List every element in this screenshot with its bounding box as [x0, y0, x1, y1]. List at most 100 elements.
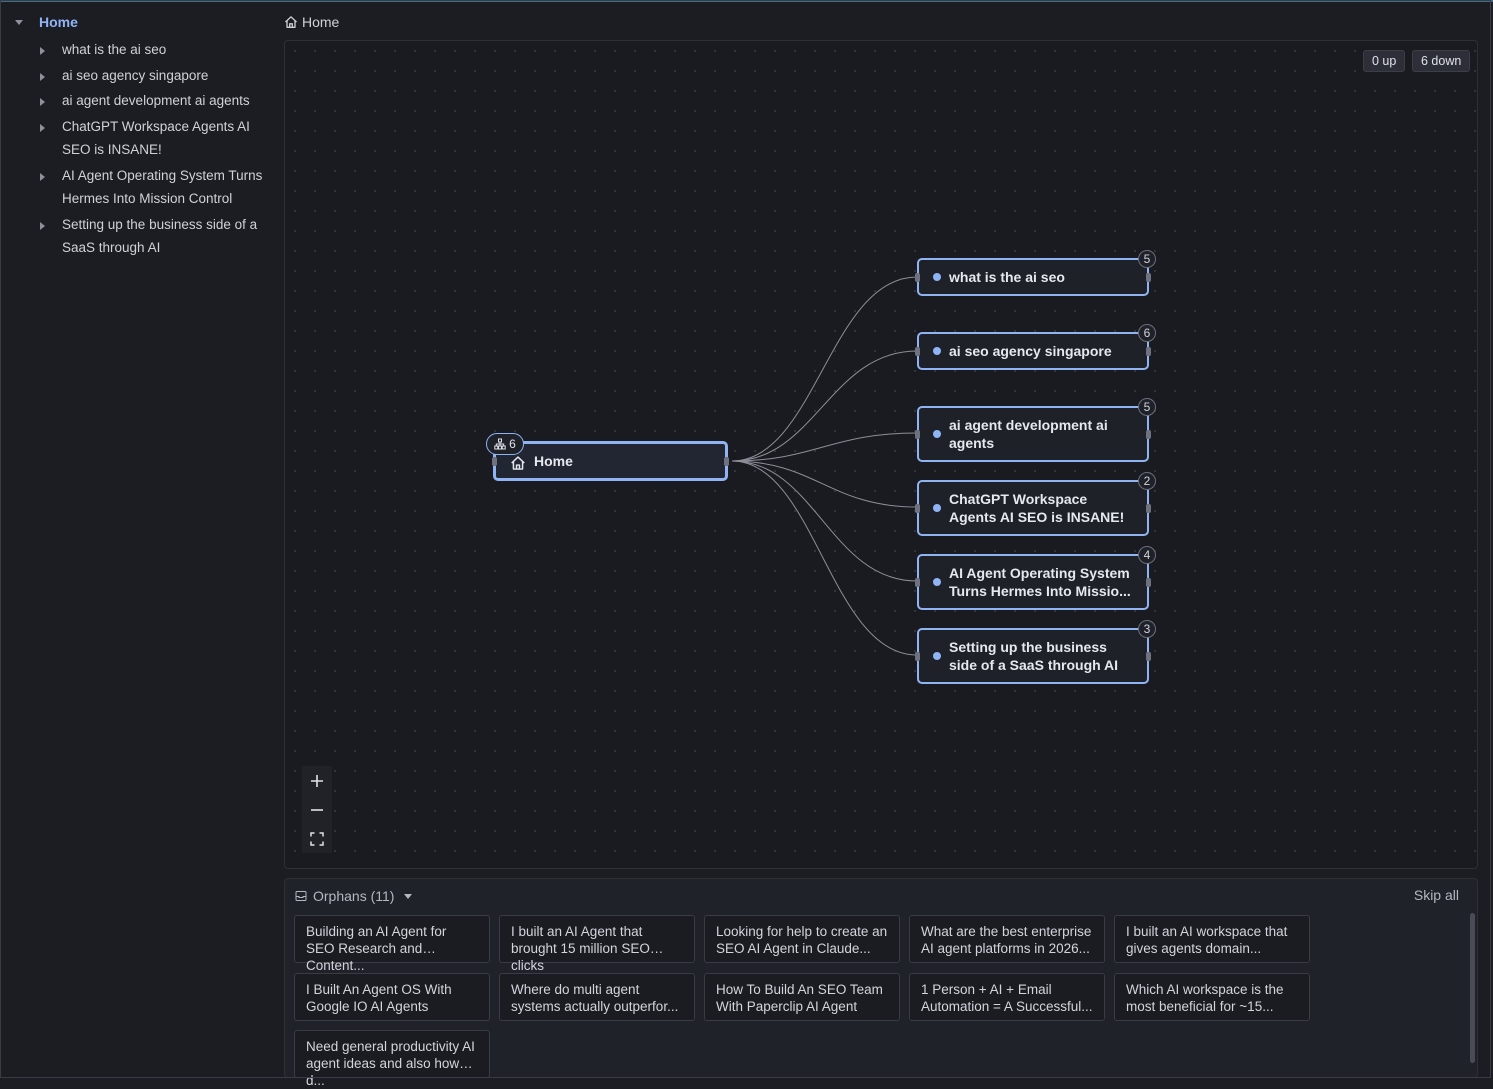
- home-icon: [285, 16, 297, 28]
- node-handle-left[interactable]: [915, 429, 920, 439]
- sidebar-item-ai-agent-operating-system[interactable]: AI Agent Operating System Turns Hermes I…: [36, 168, 272, 210]
- orphan-card[interactable]: How To Build An SEO Team With Paperclip …: [704, 973, 900, 1021]
- child-node-ai-seo-agency-singapore[interactable]: ai seo agency singapore 6: [915, 324, 1156, 370]
- node-handle-left[interactable]: [915, 503, 920, 513]
- node-handle-right[interactable]: [724, 456, 729, 466]
- sidebar-item-ai-agent-development[interactable]: ai agent development ai agents: [36, 93, 272, 112]
- orphan-card[interactable]: I built an AI Agent that brought 15 mill…: [499, 915, 695, 973]
- node-title: ai agent development ai agents: [949, 417, 1108, 451]
- chevron-right-icon[interactable]: [40, 73, 45, 81]
- node-dot: [933, 578, 941, 586]
- edge-home-child-1: [731, 276, 918, 462]
- zoom-in-icon: [311, 774, 323, 787]
- orphan-card-label: Building an AI Agent for SEO Research an…: [306, 924, 447, 973]
- child-count-badge[interactable]: 6: [486, 433, 524, 455]
- window-top-accent: [0, 0, 1493, 2]
- child-node-chatgpt-workspace-agents[interactable]: ChatGPT Workspace Agents AI SEO is INSAN…: [915, 472, 1156, 536]
- tree-root-label: Home: [39, 14, 78, 30]
- node-handle-right[interactable]: [1146, 577, 1151, 587]
- node-count-badge: 5: [1138, 250, 1156, 268]
- node-title: ChatGPT Workspace Agents AI SEO is INSAN…: [949, 491, 1125, 525]
- down-count-button[interactable]: 6 down: [1412, 50, 1471, 72]
- child-node-ai-agent-operating-system[interactable]: AI Agent Operating System Turns Hermes I…: [915, 546, 1156, 610]
- home-node[interactable]: Home: [492, 441, 729, 481]
- chevron-right-icon[interactable]: [40, 47, 45, 55]
- orphan-card[interactable]: I Built An Agent OS With Google IO AI Ag…: [294, 973, 490, 1021]
- node-title: AI Agent Operating System Turns Hermes I…: [949, 565, 1131, 599]
- orphan-card[interactable]: Looking for help to create an SEO AI Age…: [704, 915, 900, 963]
- breadcrumb-home: Home: [302, 14, 340, 30]
- node-handle-left[interactable]: [915, 346, 920, 356]
- orphan-card-label: Need general productivity AI agent ideas…: [306, 1039, 475, 1088]
- fit-view-icon: [310, 831, 324, 846]
- chevron-right-icon[interactable]: [40, 173, 45, 181]
- orphan-card[interactable]: Need general productivity AI agent ideas…: [294, 1030, 490, 1088]
- edge-home-child-2: [731, 350, 918, 462]
- node-dot: [933, 347, 941, 355]
- node-title: what is the ai seo: [949, 269, 1065, 285]
- sidebar-item-label: AI Agent Operating System Turns Hermes I…: [62, 168, 263, 206]
- node-handle-right[interactable]: [1146, 346, 1151, 356]
- orphan-card-label: Where do multi agent systems actually ou…: [511, 982, 679, 1014]
- zoom-out-button[interactable]: [302, 795, 332, 824]
- breadcrumb[interactable]: Home: [284, 12, 339, 32]
- node-count-badge: 5: [1138, 398, 1156, 416]
- home-node-title: Home: [534, 453, 573, 469]
- orphans-header: Orphans (11): [313, 888, 395, 904]
- node-handle-right[interactable]: [1146, 651, 1151, 661]
- chevron-right-icon[interactable]: [40, 222, 45, 230]
- child-count: 6: [509, 437, 516, 451]
- node-handle-left[interactable]: [915, 272, 920, 282]
- node-handle-left[interactable]: [915, 577, 920, 587]
- chevron-right-icon[interactable]: [40, 124, 45, 132]
- edge-home-child-3: [731, 432, 918, 462]
- orphan-card-label: 1 Person + AI + Email Automation = A Suc…: [921, 982, 1093, 1014]
- node-handle-right[interactable]: [1146, 429, 1151, 439]
- skip-all-button[interactable]: Skip all: [1413, 887, 1459, 903]
- orphans-scrollbar[interactable]: [1470, 913, 1475, 1063]
- orphan-card-label: How To Build An SEO Team With Paperclip …: [716, 982, 883, 1014]
- node-count-badge: 3: [1138, 620, 1156, 638]
- orphan-card-label: I built an AI Agent that brought 15 mill…: [511, 924, 650, 973]
- node-handle-right[interactable]: [1146, 272, 1151, 282]
- orphan-card[interactable]: Where do multi agent systems actually ou…: [499, 973, 695, 1021]
- node-count-badge: 2: [1138, 472, 1156, 490]
- orphan-card[interactable]: Which AI workspace is the most beneficia…: [1114, 973, 1310, 1021]
- child-node-setting-up-business-saas[interactable]: Setting up the business side of a SaaS t…: [915, 620, 1156, 684]
- edge-home-child-6: [731, 460, 918, 656]
- sidebar-item-chatgpt-workspace-agents[interactable]: ChatGPT Workspace Agents AI SEO is INSAN…: [36, 119, 272, 161]
- sidebar-item-what-is-the-ai-seo[interactable]: what is the ai seo: [36, 42, 272, 61]
- graph-edges: [731, 276, 918, 656]
- graph-canvas[interactable]: 0 up 6 down Home 6 what is the ai seo: [284, 40, 1478, 869]
- orphan-card[interactable]: Building an AI Agent for SEO Research an…: [294, 915, 490, 973]
- orphan-card-label: Which AI workspace is the most beneficia…: [1126, 982, 1284, 1014]
- tree-root-home[interactable]: Home: [12, 12, 78, 32]
- sidebar-item-label: ai agent development ai agents: [62, 93, 250, 108]
- edge-home-child-4: [731, 460, 918, 508]
- up-count-button[interactable]: 0 up: [1363, 50, 1406, 72]
- fit-view-button[interactable]: [302, 824, 332, 853]
- node-title: ai seo agency singapore: [949, 343, 1112, 359]
- chevron-down-icon[interactable]: [15, 19, 23, 25]
- node-handle-left[interactable]: [492, 456, 497, 466]
- child-node-what-is-the-ai-seo[interactable]: what is the ai seo 5: [915, 250, 1156, 296]
- chevron-down-icon: [404, 893, 413, 899]
- child-node-ai-agent-development[interactable]: ai agent development ai agents 5: [915, 398, 1156, 462]
- node-handle-left[interactable]: [915, 651, 920, 661]
- sidebar-item-ai-seo-agency-singapore[interactable]: ai seo agency singapore: [36, 68, 272, 87]
- zoom-out-icon: [311, 808, 323, 811]
- orphan-card[interactable]: I built an AI workspace that gives agent…: [1114, 915, 1310, 963]
- zoom-controls: [302, 766, 332, 853]
- orphan-card-label: What are the best enterprise AI agent pl…: [921, 924, 1092, 956]
- orphans-toggle[interactable]: Orphans (11): [295, 887, 413, 905]
- sidebar-item-setting-up-business-saas[interactable]: Setting up the business side of a SaaS t…: [36, 217, 272, 259]
- node-dot: [933, 652, 941, 660]
- node-dot: [933, 273, 941, 281]
- node-handle-right[interactable]: [1146, 503, 1151, 513]
- sidebar-item-label: ai seo agency singapore: [62, 68, 209, 83]
- zoom-in-button[interactable]: [302, 766, 332, 795]
- chevron-right-icon[interactable]: [40, 98, 45, 106]
- inbox-icon: [295, 891, 307, 901]
- orphan-card[interactable]: 1 Person + AI + Email Automation = A Suc…: [909, 973, 1105, 1021]
- orphan-card[interactable]: What are the best enterprise AI agent pl…: [909, 915, 1105, 963]
